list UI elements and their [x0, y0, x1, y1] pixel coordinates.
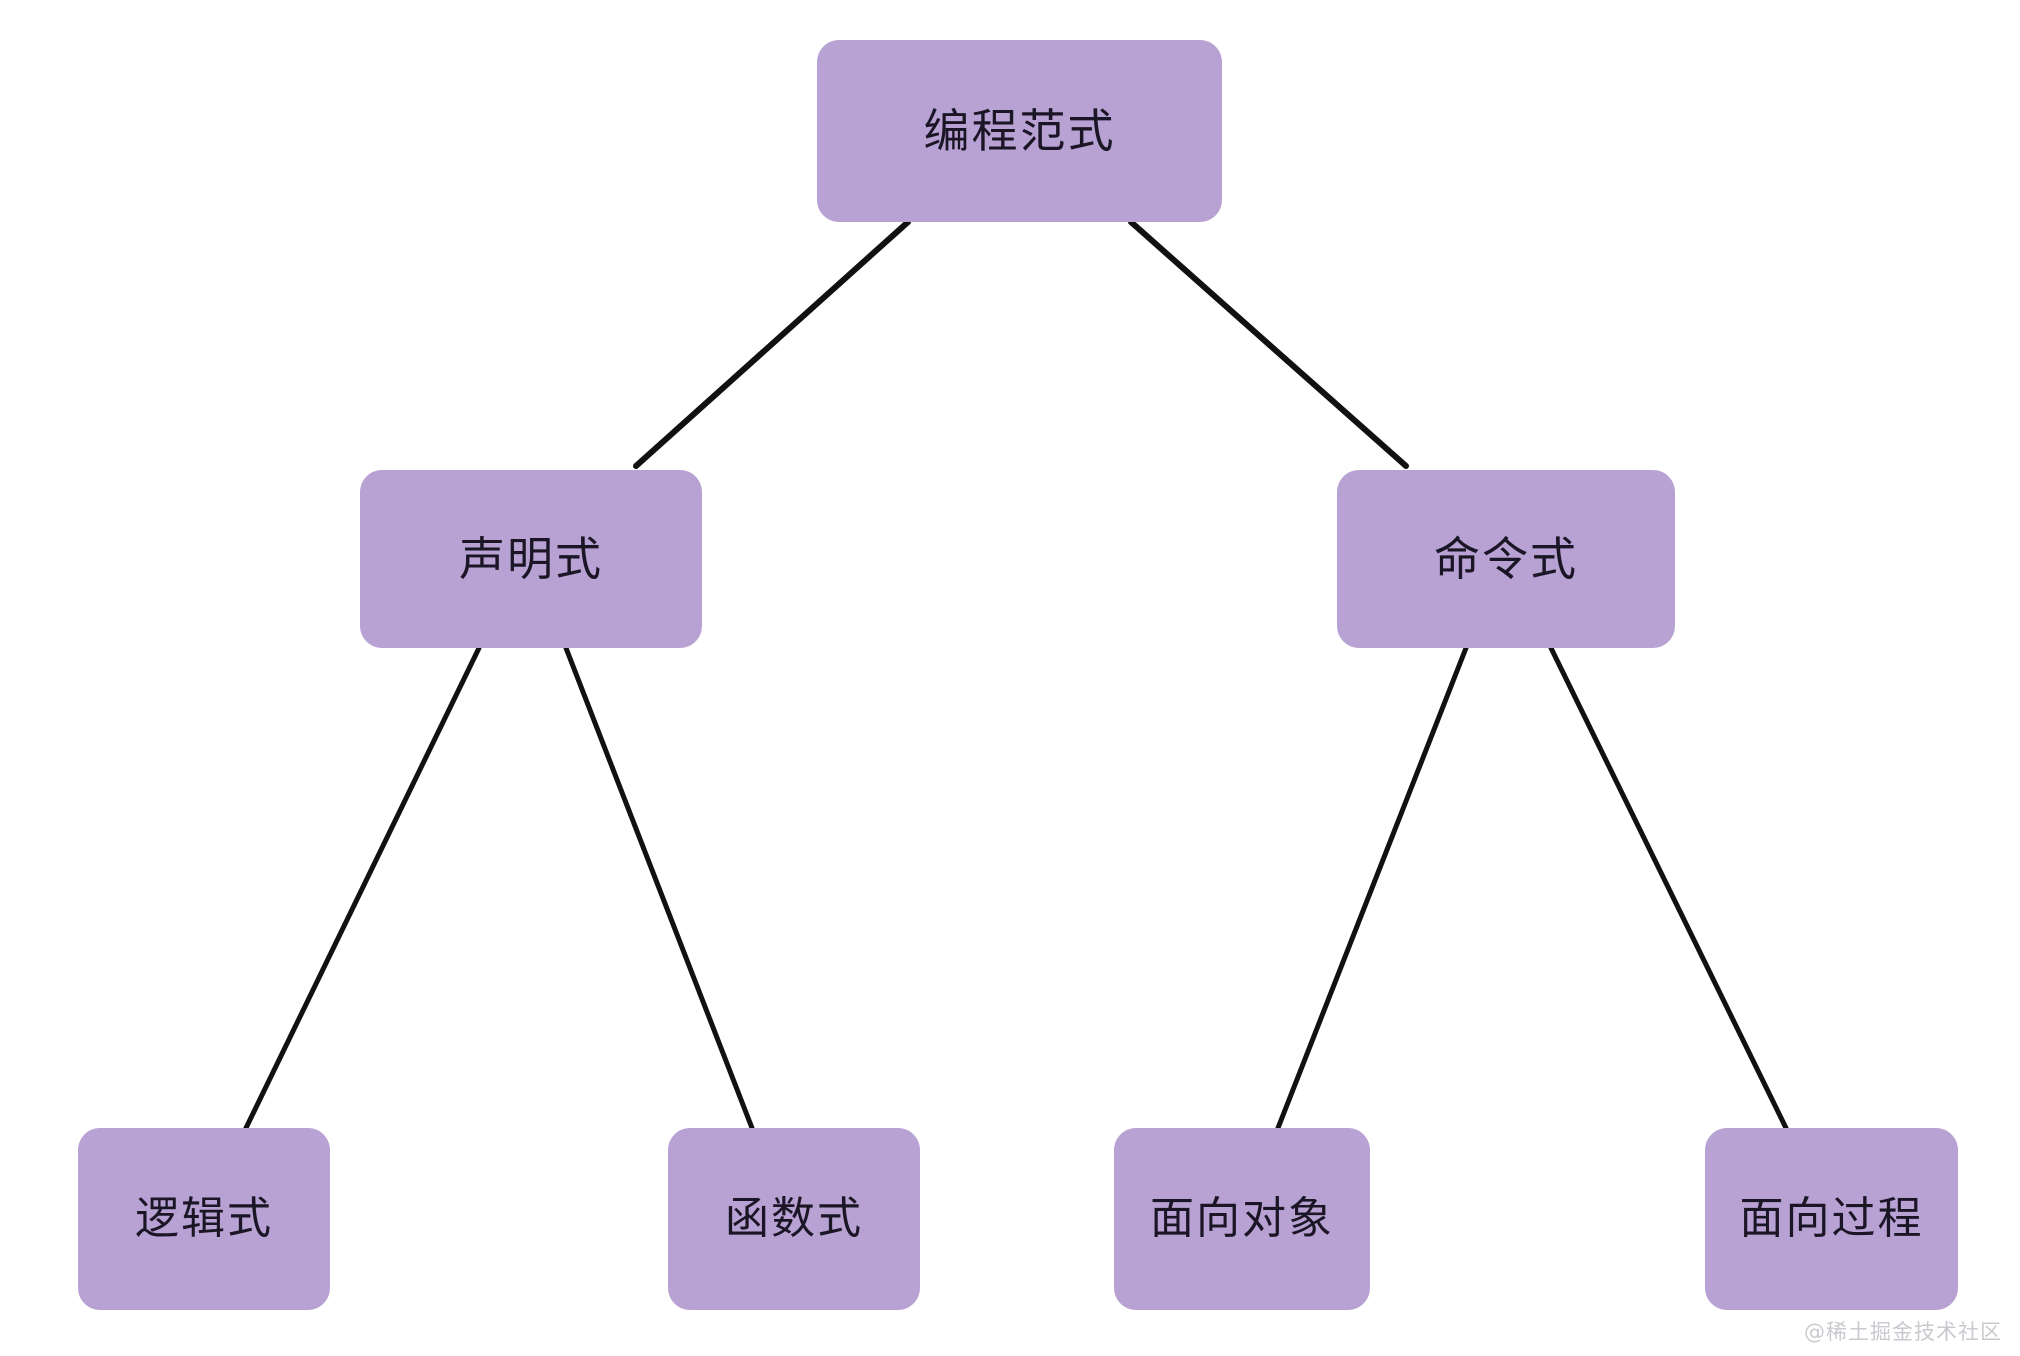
edge-imperative-to-procedural: [1548, 645, 1789, 1131]
node-programming-paradigm[interactable]: 编程范式: [817, 40, 1222, 222]
node-label: 声明式: [459, 531, 603, 586]
node-object-oriented[interactable]: 面向对象: [1114, 1128, 1370, 1310]
watermark: @稀土掘金技术社区: [1804, 1320, 2002, 1344]
node-label: 编程范式: [923, 103, 1116, 158]
node-procedural[interactable]: 面向过程: [1705, 1128, 1958, 1310]
node-label: 面向过程: [1739, 1192, 1924, 1244]
edge-imperative-to-oop: [1275, 645, 1469, 1131]
edge-declarative-to-logic: [243, 645, 482, 1131]
node-imperative[interactable]: 命令式: [1337, 470, 1675, 648]
edge-root-to-imperative: [1128, 219, 1409, 469]
node-functional[interactable]: 函数式: [668, 1128, 920, 1310]
node-label: 逻辑式: [135, 1192, 273, 1244]
node-declarative[interactable]: 声明式: [360, 470, 702, 648]
node-label: 面向对象: [1150, 1192, 1334, 1244]
node-label: 函数式: [725, 1192, 863, 1244]
node-logic[interactable]: 逻辑式: [78, 1128, 330, 1310]
edge-declarative-to-functional: [563, 645, 755, 1131]
edge-root-to-declarative: [633, 219, 911, 469]
node-label: 命令式: [1434, 531, 1578, 586]
